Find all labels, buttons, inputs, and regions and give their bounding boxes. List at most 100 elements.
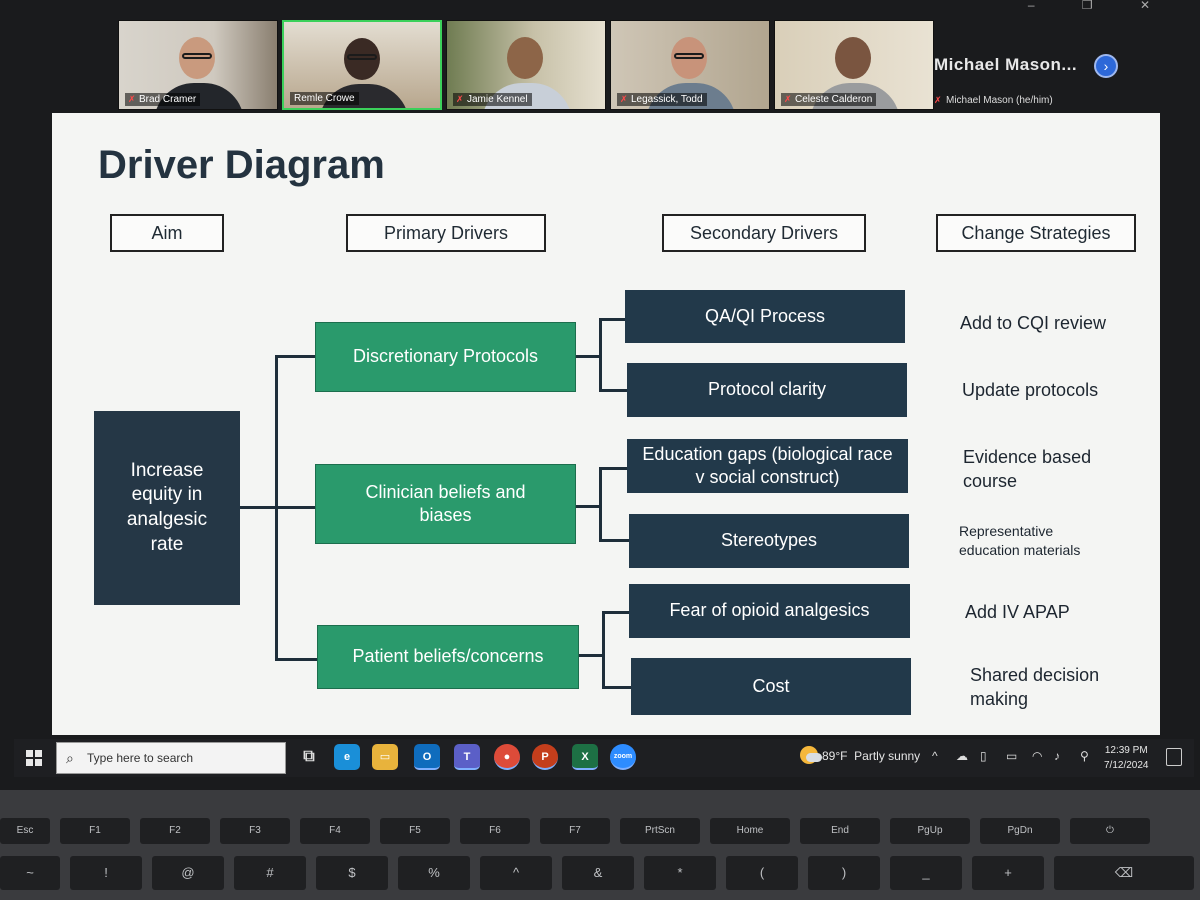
battery-icon[interactable]: ▭ xyxy=(1006,749,1018,763)
zoom-gallery: ✗Brad Cramer Remle Crowe ✗Jamie Kennel ✗… xyxy=(118,20,1178,112)
key-tilde: ~ xyxy=(0,856,60,890)
connector-line xyxy=(240,506,276,509)
outlook-icon[interactable]: O xyxy=(414,744,440,770)
strategy-shared-decision-making: Shared decision making xyxy=(970,665,1100,710)
key-backspace: ⌫ xyxy=(1054,856,1194,890)
secondary-driver-qa-qi-process: QA/QI Process xyxy=(625,290,905,343)
powerpoint-icon[interactable]: P xyxy=(532,744,558,770)
secondary-driver-education-gaps: Education gaps (biological race v social… xyxy=(627,439,908,493)
secondary-driver-protocol-clarity: Protocol clarity xyxy=(627,363,907,417)
header-change-strategies: Change Strategies xyxy=(936,214,1136,252)
header-primary-drivers: Primary Drivers xyxy=(346,214,546,252)
connector-line xyxy=(275,658,317,661)
secondary-driver-fear-of-opioids: Fear of opioid analgesics xyxy=(629,584,910,638)
participant-name: Jamie Kennel xyxy=(467,94,528,105)
primary-driver-discretionary-protocols: Discretionary Protocols xyxy=(315,322,576,392)
gallery-next-page-button[interactable]: › xyxy=(1094,54,1118,78)
key-f2: F2 xyxy=(140,818,210,844)
key-3: # xyxy=(234,856,306,890)
connector-line xyxy=(599,389,627,392)
strategy-add-iv-apap: Add IV APAP xyxy=(965,602,1070,622)
key-prtscn: PrtScn xyxy=(620,818,700,844)
key-home: Home xyxy=(710,818,790,844)
key-pgup: PgUp xyxy=(890,818,970,844)
connector-line xyxy=(602,611,629,614)
zoom-icon[interactable]: zoom xyxy=(610,744,636,770)
connector-line xyxy=(599,318,602,392)
secondary-driver-cost: Cost xyxy=(631,658,911,715)
key-f6: F6 xyxy=(460,818,530,844)
teams-icon[interactable]: T xyxy=(454,744,480,770)
volume-icon[interactable]: ♪ xyxy=(1054,749,1060,763)
connector-line xyxy=(602,611,605,689)
connector-line xyxy=(576,355,600,358)
participant-tile[interactable]: ✗Celeste Calderon xyxy=(774,20,934,110)
mic-muted-icon: ✗ xyxy=(934,95,942,105)
tray-overflow-icon[interactable]: ^ xyxy=(932,749,938,763)
secondary-driver-stereotypes: Stereotypes xyxy=(629,514,909,568)
notification-icon[interactable] xyxy=(1166,748,1182,766)
key-power: ⏻ xyxy=(1070,818,1150,844)
connector-line xyxy=(275,355,315,358)
key-esc: Esc xyxy=(0,818,50,844)
key-f7: F7 xyxy=(540,818,610,844)
participant-name: Legassick, Todd xyxy=(631,94,703,105)
strategy-evidence-based-course: Evidence based course xyxy=(963,447,1092,492)
taskbar-search-input[interactable]: ⌕ Type here to search xyxy=(56,742,286,774)
participant-tile[interactable]: ✗Legassick, Todd xyxy=(610,20,770,110)
window-controls[interactable]: – ❐ ✕ xyxy=(1027,0,1172,12)
key-2: @ xyxy=(152,856,224,890)
connector-line xyxy=(602,686,631,689)
overflow-participant-name[interactable]: Michael Mason... xyxy=(934,55,1078,74)
key-5: % xyxy=(398,856,470,890)
wifi-icon[interactable]: ◠ xyxy=(1032,749,1043,763)
mic-muted-icon: ✗ xyxy=(456,94,464,104)
key-f4: F4 xyxy=(300,818,370,844)
partly-sunny-icon xyxy=(800,746,822,764)
key-pgdn: PgDn xyxy=(980,818,1060,844)
key-1: ! xyxy=(70,856,142,890)
mic-muted-icon: ✗ xyxy=(128,94,136,104)
primary-driver-clinician-beliefs: Clinician beliefs and biases xyxy=(315,464,576,544)
header-aim: Aim xyxy=(110,214,224,252)
participant-tile-active[interactable]: Remle Crowe xyxy=(282,20,442,110)
participant-tile[interactable]: ✗Jamie Kennel xyxy=(446,20,606,110)
header-secondary-drivers: Secondary Drivers xyxy=(662,214,866,252)
laptop-screen: ✗Brad Cramer Remle Crowe ✗Jamie Kennel ✗… xyxy=(0,0,1200,790)
key-minus: _ xyxy=(890,856,962,890)
participant-name: Brad Cramer xyxy=(139,94,197,105)
mic-muted-icon: ✗ xyxy=(784,94,792,104)
connector-line xyxy=(275,506,315,509)
key-equals: + xyxy=(972,856,1044,890)
taskbar-clock[interactable]: 12:39 PM 7/12/2024 xyxy=(1104,745,1149,771)
task-view-icon[interactable]: ⧉ xyxy=(303,748,315,765)
chrome-icon[interactable]: ● xyxy=(494,744,520,770)
participant-name: Celeste Calderon xyxy=(795,94,873,105)
key-8: * xyxy=(644,856,716,890)
key-f1: F1 xyxy=(60,818,130,844)
usb-icon[interactable]: ▯ xyxy=(980,749,987,763)
onedrive-icon[interactable]: ☁ xyxy=(956,749,968,763)
connector-line xyxy=(579,654,603,657)
edge-icon[interactable]: e xyxy=(334,744,360,770)
key-f5: F5 xyxy=(380,818,450,844)
key-end: End xyxy=(800,818,880,844)
overflow-participant-subtitle: ✗Michael Mason (he/him) xyxy=(934,95,1053,106)
search-icon: ⌕ xyxy=(66,750,74,766)
excel-icon[interactable]: X xyxy=(572,744,598,770)
windows-taskbar: ⌕ Type here to search ⧉ e ▭ O T ● P X zo… xyxy=(14,739,1194,777)
participant-name: Remle Crowe xyxy=(294,93,355,104)
pen-icon[interactable]: ⚲ xyxy=(1080,749,1089,763)
connector-line xyxy=(599,467,602,542)
connector-line xyxy=(599,318,625,321)
weather-widget[interactable]: 89°F Partly sunny xyxy=(800,746,920,764)
mic-muted-icon: ✗ xyxy=(620,94,628,104)
file-explorer-icon[interactable]: ▭ xyxy=(372,744,398,770)
strategy-representative-materials: Representative education materials xyxy=(959,523,1081,558)
key-4: $ xyxy=(316,856,388,890)
key-f3: F3 xyxy=(220,818,290,844)
connector-line xyxy=(576,505,600,508)
windows-start-button[interactable] xyxy=(26,750,42,766)
participant-tile[interactable]: ✗Brad Cramer xyxy=(118,20,278,110)
key-0: ) xyxy=(808,856,880,890)
